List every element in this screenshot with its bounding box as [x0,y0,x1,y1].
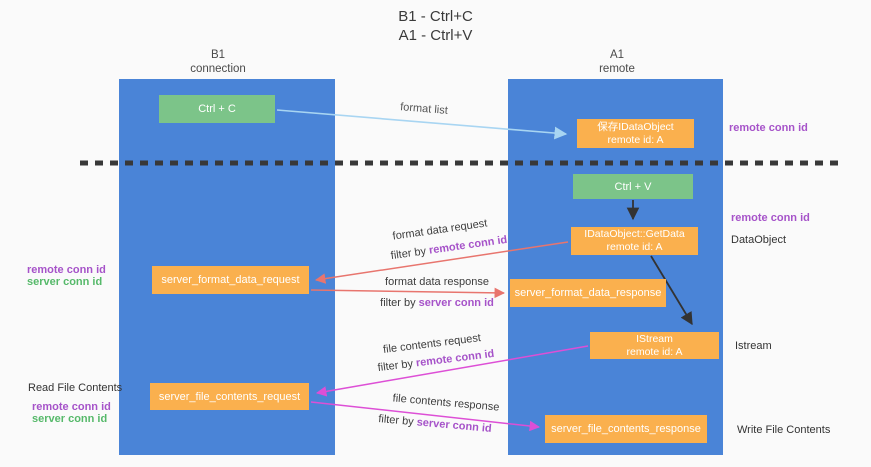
column-header-a1: A1 remote [517,48,717,76]
node-server-format-data-request: server_format_data_request [152,266,309,294]
label-read-file-contents: Read File Contents [28,382,123,394]
node-format-request-label: server_format_data_request [161,274,300,286]
node-ctrl-c-label: Ctrl + C [198,103,236,115]
node-ctrl-v-label: Ctrl + V [614,180,652,193]
node-save-idataobject-line2: remote id: A [607,133,664,146]
label-server-conn-id-format-left: server conn id [27,276,103,288]
title-line-1: B1 - Ctrl+C [398,8,473,25]
arrow-format-data-request [314,241,569,284]
label-server-conn-id-file-left: server conn id [32,413,108,425]
arrow-file-contents-request [315,345,589,397]
diagram-title: B1 - Ctrl+C A1 - Ctrl+V [0,7,871,45]
arrow-format-data-response [310,287,506,299]
title-line-2: A1 - Ctrl+V [398,27,473,44]
a1-name: A1 [609,49,625,61]
label-remote-conn-id-mid: remote conn id [731,212,810,224]
node-ctrl-v: Ctrl + V [573,174,693,199]
node-file-request-label: server_file_contents_request [158,390,301,403]
arrow-getdata-to-istream [650,255,693,326]
node-istream-line2: remote id: A [626,345,683,358]
node-server-file-contents-request: server_file_contents_request [150,383,309,410]
column-header-b1: B1 connection [118,48,318,76]
node-server-file-contents-response: server_file_contents_response [545,415,707,443]
arrow-format-list [276,109,568,140]
label-filter-server-conn-id-format: filter by server conn id [380,297,494,309]
node-save-idataobject-line1: 保存IDataObject [597,120,674,133]
filter-prefix: filter by [380,297,419,309]
node-format-response-label: server_format_data_response [514,287,662,299]
arrow-file-contents-response [310,401,541,432]
node-ctrl-c: Ctrl + C [159,95,275,123]
node-istream-line1: IStream [636,332,673,345]
b1-subtitle: connection [190,63,246,75]
filter-key-server-conn-id: server conn id [418,297,494,309]
label-dataobject: DataObject [731,234,787,246]
label-write-file-contents: Write File Contents [737,424,831,436]
label-remote-conn-id-top: remote conn id [729,122,808,134]
b1-name: B1 [210,49,226,61]
label-istream: Istream [735,340,772,352]
node-getdata-line1: IDataObject::GetData [584,228,685,240]
label-remote-conn-id-file-left: remote conn id [32,401,111,413]
label-format-data-response: format data response [385,276,489,288]
node-save-idataobject: 保存IDataObject remote id: A [577,119,694,148]
node-getdata-line2: remote id: A [606,241,663,253]
a1-subtitle: remote [599,63,635,75]
node-idataobject-getdata: IDataObject::GetData remote id: A [571,227,698,255]
label-remote-conn-id-format-left: remote conn id [27,264,106,276]
node-file-response-label: server_file_contents_response [551,423,701,435]
node-server-format-data-response: server_format_data_response [510,279,666,307]
node-istream: IStream remote id: A [590,332,719,359]
